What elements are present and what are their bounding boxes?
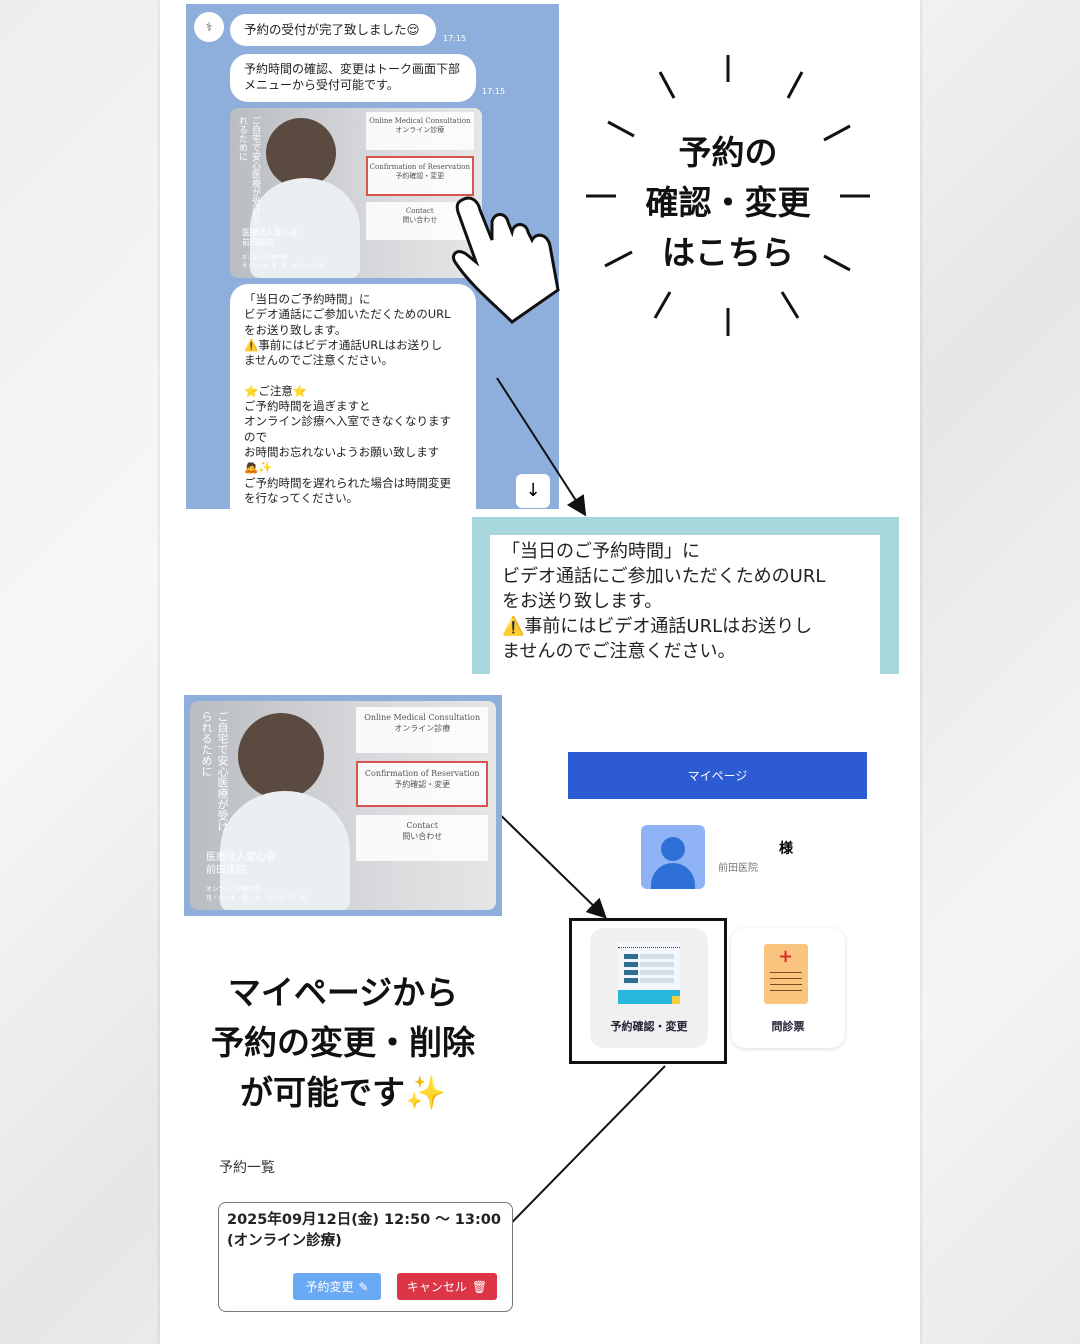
arrow <box>484 799 607 919</box>
reservation-type: (オンライン診療) <box>227 1233 342 1249</box>
user-honorific: 様 <box>779 841 793 857</box>
zoomed-message: 「当日のご予約時間」に ビデオ通話にご参加いただくためのURL をお送り致します… <box>472 517 899 674</box>
callout-line: が可能です✨ <box>239 1073 447 1112</box>
trash-icon: 🗑 <box>471 1279 488 1294</box>
clinic-name: 医療法人愛心会 前田医院 <box>242 228 298 247</box>
zoomed-message-text: 「当日のご予約時間」に ビデオ通話にご参加いただくためのURL をお送り致します… <box>490 535 880 674</box>
reservation-confirm-card[interactable]: 予約確認・変更 <box>590 928 708 1048</box>
message-time: 17:15 <box>482 87 506 96</box>
burst-lines <box>586 55 870 336</box>
chat-message: 予約時間の確認、変更はトーク画面下部 メニューから受付可能です。 <box>230 54 476 102</box>
pointing-hand-icon <box>451 196 560 324</box>
user-avatar <box>641 825 705 889</box>
arrow-down-icon[interactable]: ↓ <box>516 474 550 508</box>
arrow <box>482 1065 666 1253</box>
cancel-reservation-button[interactable]: キャンセル🗑 <box>397 1273 497 1300</box>
rich-menu-image[interactable]: ご自宅で安心医療が受けられるために 医療法人愛心会 前田医院 オンライン診療日時… <box>230 108 482 278</box>
clinic-name: 医療法人愛心会 前田医院 <box>206 852 276 876</box>
card-label: 問診票 <box>771 1020 805 1033</box>
callout-line: 予約の <box>678 133 778 172</box>
reservation-item: 2025年09月12日(金) 12:50 〜 13:00 (オンライン診療) 予… <box>218 1202 513 1312</box>
calendar-icon <box>618 942 680 1004</box>
tagline: ご自宅で安心医療が受けられるために <box>200 711 229 832</box>
clinic-hours: オンライン診療日時 月・火・木・金・土 18:00〜21:00 <box>242 255 326 269</box>
questionnaire-card[interactable]: + 問診票 <box>731 928 845 1048</box>
reservation-datetime: 2025年09月12日(金) 12:50 〜 13:00 <box>227 1212 501 1228</box>
card-label: 予約確認・変更 <box>610 1020 688 1033</box>
chat-message: 予約の受付が完了致しました😌 <box>230 14 436 46</box>
highlight-box <box>569 918 727 1064</box>
arrow <box>496 377 587 517</box>
edit-icon: ✎ <box>358 1279 369 1294</box>
user-clinic: 前田医院 <box>718 863 758 874</box>
mypage-header: マイページ <box>568 752 867 799</box>
clinic-hours: オンライン診療日時 月・火・木・金・土 18:00〜21:00 <box>206 886 307 902</box>
rich-menu-image[interactable]: ご自宅で安心医療が受けられるために 医療法人愛心会 前田医院 オンライン診療日時… <box>190 701 496 910</box>
callout-line: 確認・変更 <box>645 183 811 222</box>
clinic-avatar: ⚕ <box>194 12 224 42</box>
reservation-list-heading: 予約一覧 <box>219 1160 275 1176</box>
callout-line: はこちら <box>662 233 794 272</box>
callout-line: 予約の変更・削除 <box>211 1023 475 1062</box>
rich-menu-frame: ご自宅で安心医療が受けられるために 医療法人愛心会 前田医院 オンライン診療日時… <box>184 695 502 916</box>
message-time: 17:15 <box>443 34 467 43</box>
callout-line: マイページから <box>227 973 459 1012</box>
medical-form-icon: + <box>764 944 808 1004</box>
tagline: ご自宅で安心医療が受けられるために <box>237 116 260 224</box>
mypage-title: マイページ <box>687 769 748 783</box>
chat-message-long: 「当日のご予約時間」に ビデオ通話にご参加いただくためのURL をお送り致します… <box>230 284 476 509</box>
change-reservation-button[interactable]: 予約変更✎ <box>293 1273 381 1300</box>
